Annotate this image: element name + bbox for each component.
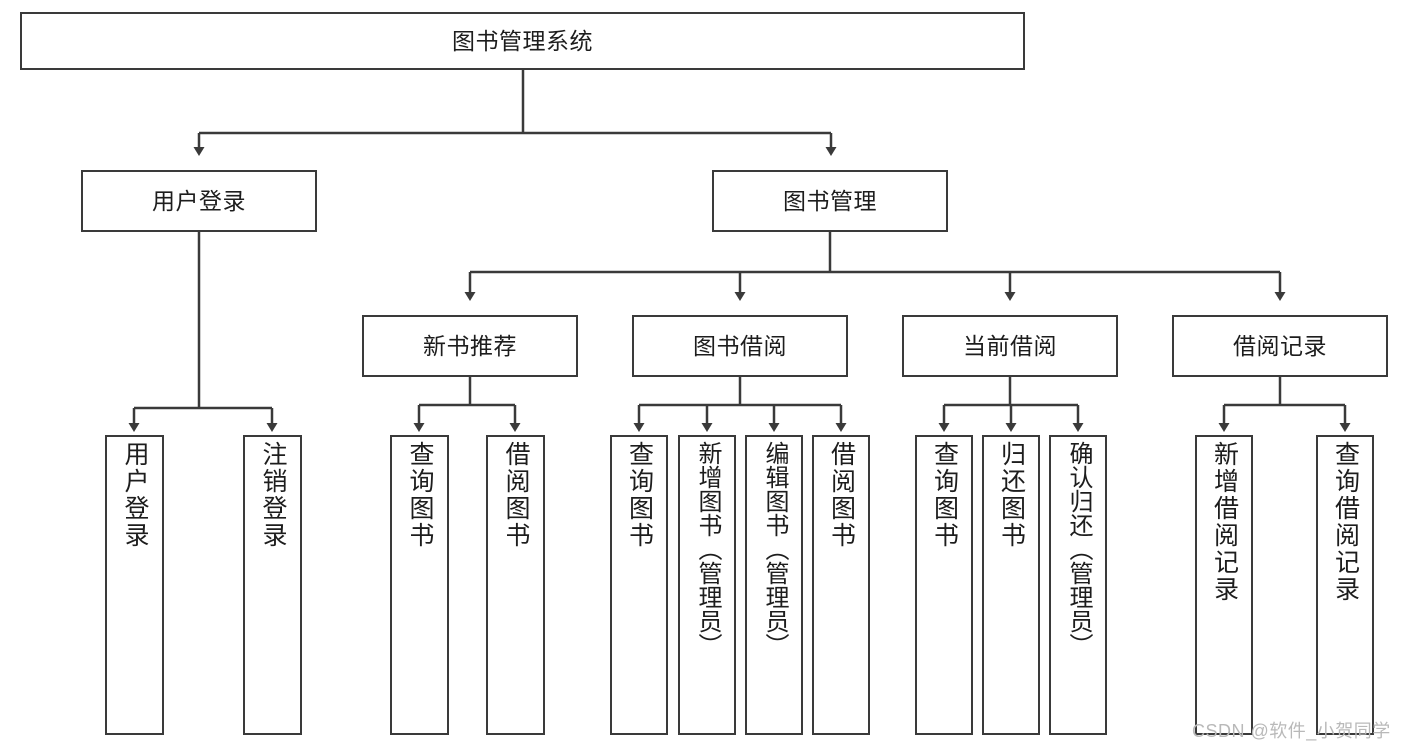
node-user-login-label: 用户登录 [152,187,246,214]
node-book-manage[interactable]: 图书管理 [712,170,948,232]
node-leaf-query-book-current[interactable]: 查询图书 [915,435,973,735]
node-leaf-borrow-book-rec[interactable]: 借阅图书 [486,435,545,735]
node-leaf-add-book-admin[interactable]: 新增图书（管理员） [678,435,736,735]
node-leaf-user-login-label: 用户登录 [121,441,149,549]
node-leaf-borrow-book[interactable]: 借阅图书 [812,435,870,735]
node-leaf-edit-book-admin[interactable]: 编辑图书（管理员） [745,435,803,735]
node-leaf-query-borrow-record[interactable]: 查询借阅记录 [1316,435,1374,735]
node-borrow-record[interactable]: 借阅记录 [1172,315,1388,377]
csdn-watermark: CSDN @软件_小贺同学 [1192,721,1391,741]
node-leaf-query-book-rec[interactable]: 查询图书 [390,435,449,735]
node-leaf-query-book-current-label: 查询图书 [930,441,959,549]
node-leaf-return-book[interactable]: 归还图书 [982,435,1040,735]
node-leaf-add-borrow-record-label: 新增借阅记录 [1210,441,1239,603]
node-leaf-borrow-book-label: 借阅图书 [827,441,856,549]
node-leaf-logout-label: 注销登录 [259,441,287,549]
node-new-book-recommend-label: 新书推荐 [423,332,517,359]
node-leaf-logout[interactable]: 注销登录 [243,435,302,735]
node-leaf-query-book-borrow-label: 查询图书 [625,441,654,549]
node-leaf-query-book-rec-label: 查询图书 [406,441,434,549]
node-user-login[interactable]: 用户登录 [81,170,317,232]
node-borrow-record-label: 借阅记录 [1233,332,1327,359]
node-book-manage-label: 图书管理 [783,187,877,214]
node-book-borrow[interactable]: 图书借阅 [632,315,848,377]
node-leaf-add-book-admin-label: 新增图书（管理员） [693,441,721,657]
node-current-borrow[interactable]: 当前借阅 [902,315,1118,377]
node-leaf-query-borrow-record-label: 查询借阅记录 [1331,441,1360,603]
node-root-label: 图书管理系统 [452,27,593,54]
node-leaf-confirm-return-admin-label: 确认归还（管理员） [1064,441,1092,657]
node-leaf-user-login[interactable]: 用户登录 [105,435,164,735]
node-leaf-confirm-return-admin[interactable]: 确认归还（管理员） [1049,435,1107,735]
node-book-borrow-label: 图书借阅 [693,332,787,359]
node-leaf-return-book-label: 归还图书 [997,441,1026,549]
node-current-borrow-label: 当前借阅 [963,332,1057,359]
node-root[interactable]: 图书管理系统 [20,12,1025,70]
node-leaf-borrow-book-rec-label: 借阅图书 [502,441,530,549]
node-leaf-query-book-borrow[interactable]: 查询图书 [610,435,668,735]
node-leaf-edit-book-admin-label: 编辑图书（管理员） [760,441,788,657]
node-new-book-recommend[interactable]: 新书推荐 [362,315,578,377]
node-leaf-add-borrow-record[interactable]: 新增借阅记录 [1195,435,1253,735]
